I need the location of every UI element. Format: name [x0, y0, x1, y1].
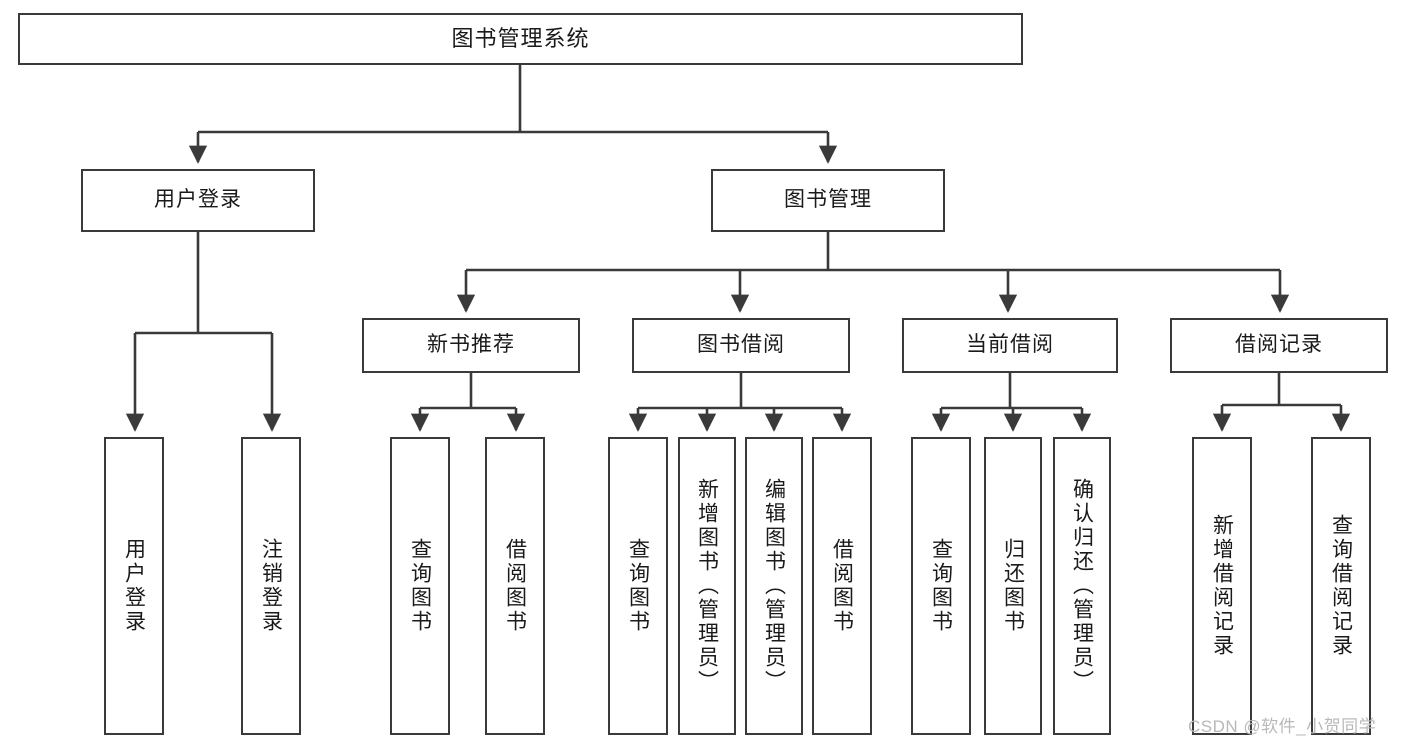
node-label: 图书管理: [784, 188, 872, 212]
node-label: 查询图书: [408, 538, 432, 634]
node-borrow-record[interactable]: 借阅记录: [1170, 318, 1388, 373]
node-leaf-edit-book[interactable]: 编辑图书（管理员）: [745, 437, 803, 735]
node-leaf-query-record[interactable]: 查询借阅记录: [1311, 437, 1371, 735]
node-root-system[interactable]: 图书管理系统: [18, 13, 1023, 65]
node-label: 归还图书: [1001, 538, 1025, 634]
node-leaf-return-book[interactable]: 归还图书: [984, 437, 1042, 735]
node-label: 图书借阅: [697, 333, 785, 357]
node-new-book-rec[interactable]: 新书推荐: [362, 318, 580, 373]
node-leaf-query-book-3[interactable]: 查询图书: [911, 437, 971, 735]
node-leaf-query-book-1[interactable]: 查询图书: [390, 437, 450, 735]
node-book-manage[interactable]: 图书管理: [711, 169, 945, 232]
node-label: 用户登录: [122, 538, 146, 634]
node-leaf-confirm-return[interactable]: 确认归还（管理员）: [1053, 437, 1111, 735]
node-label: 新增图书（管理员）: [695, 478, 719, 694]
node-leaf-add-record[interactable]: 新增借阅记录: [1192, 437, 1252, 735]
node-label: 用户登录: [154, 188, 242, 212]
node-leaf-query-book-2[interactable]: 查询图书: [608, 437, 668, 735]
node-label: 查询借阅记录: [1329, 514, 1353, 658]
node-leaf-user-login[interactable]: 用户登录: [104, 437, 164, 735]
node-label: 当前借阅: [966, 333, 1054, 357]
node-user-login[interactable]: 用户登录: [81, 169, 315, 232]
node-leaf-borrow-book-2[interactable]: 借阅图书: [812, 437, 872, 735]
node-label: 注销登录: [259, 538, 283, 634]
node-label: 借阅记录: [1235, 333, 1323, 357]
node-label: 编辑图书（管理员）: [762, 478, 786, 694]
node-leaf-user-logout[interactable]: 注销登录: [241, 437, 301, 735]
node-current-borrow[interactable]: 当前借阅: [902, 318, 1118, 373]
node-label: 查询图书: [929, 538, 953, 634]
node-label: 图书管理系统: [451, 26, 590, 52]
node-label: 新书推荐: [427, 333, 515, 357]
node-label: 借阅图书: [503, 538, 527, 634]
csdn-watermark: CSDN @软件_小贺同学: [1188, 717, 1377, 736]
node-book-borrow[interactable]: 图书借阅: [632, 318, 850, 373]
node-leaf-add-book[interactable]: 新增图书（管理员）: [678, 437, 736, 735]
node-label: 新增借阅记录: [1210, 514, 1234, 658]
node-label: 确认归还（管理员）: [1070, 478, 1094, 694]
node-leaf-borrow-book-1[interactable]: 借阅图书: [485, 437, 545, 735]
node-label: 查询图书: [626, 538, 650, 634]
node-label: 借阅图书: [830, 538, 854, 634]
